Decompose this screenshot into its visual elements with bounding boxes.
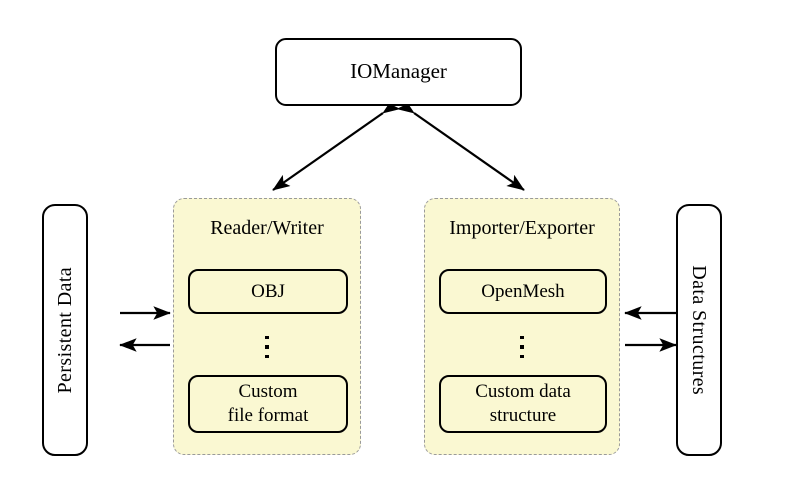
persistent-data-node[interactable]: Persistent Data (42, 204, 88, 456)
data-structures-node[interactable]: Data Structures (676, 204, 722, 456)
connector-manager-reader-writer (272, 97, 401, 191)
importer-exporter-item-openmesh-label: OpenMesh (481, 280, 565, 302)
io-manager-node[interactable]: IOManager (275, 38, 522, 106)
custom-data-structure-line1: Custom data (475, 381, 571, 403)
custom-data-structure-line2: structure (489, 405, 557, 426)
reader-writer-item-custom-file-format-label: Custom file format (228, 380, 309, 428)
reader-writer-title: Reader/Writer (210, 217, 324, 239)
importer-exporter-title: Importer/Exporter (449, 217, 595, 239)
reader-writer-item-custom-file-format[interactable]: Custom file format (188, 375, 348, 433)
importer-exporter-panel[interactable]: Importer/Exporter OpenMesh Custom data s… (424, 198, 620, 455)
io-manager-label: IOManager (350, 59, 447, 84)
reader-writer-panel[interactable]: Reader/Writer OBJ Custom file format (173, 198, 361, 455)
custom-file-format-line1: Custom (238, 381, 298, 403)
reader-writer-item-obj[interactable]: OBJ (188, 269, 348, 314)
persistent-data-label: Persistent Data (53, 266, 76, 394)
importer-exporter-item-openmesh[interactable]: OpenMesh (439, 269, 607, 314)
importer-exporter-item-custom-data-structure-label: Custom data structure (475, 380, 571, 428)
reader-writer-ellipsis-icon (174, 327, 360, 367)
reader-writer-item-obj-label: OBJ (251, 280, 285, 302)
custom-file-format-line2: file format (227, 405, 309, 426)
importer-exporter-ellipsis-icon (425, 327, 619, 367)
importer-exporter-item-custom-data-structure[interactable]: Custom data structure (439, 375, 607, 433)
connector-manager-importer-exporter (396, 97, 525, 191)
data-structures-label: Data Structures (688, 265, 711, 395)
